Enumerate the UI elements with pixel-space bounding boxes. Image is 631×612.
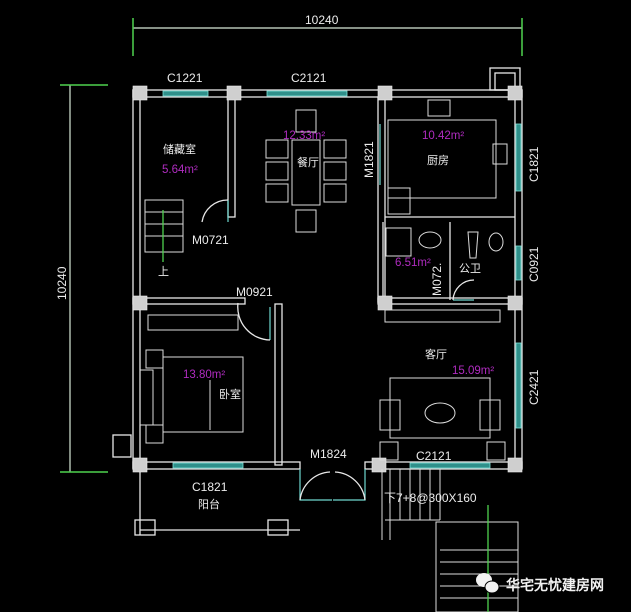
room-name: 公卫 (459, 262, 481, 275)
room-area: 10.42m² (422, 130, 464, 142)
room-name: 阳台 (198, 497, 220, 511)
window-label: C2421 (527, 369, 541, 405)
window-label: C2121 (416, 449, 452, 463)
room-name: 厨房 (427, 154, 449, 167)
stair-spec-label: 下7+8@300X160 (384, 491, 477, 505)
left-dimension: 10240 (55, 84, 108, 473)
window-label: C1821 (527, 146, 541, 182)
doors (201, 124, 475, 501)
labels: C1221 C2121 C1821 C0921 C2421 C2121 C182… (158, 71, 541, 511)
door-label: M1821 (362, 141, 376, 178)
left-dimension-label: 10240 (55, 266, 69, 300)
front-stairs (381, 469, 519, 612)
window-label: C1221 (167, 71, 203, 85)
window-label: C0921 (527, 246, 541, 282)
windows (162, 90, 522, 469)
top-dimension: 10240 (132, 13, 523, 56)
door-label: M072. (430, 263, 444, 296)
door-label: M0921 (236, 285, 273, 299)
watermark-text: 华宅无忧建房网 (506, 577, 604, 594)
stair-up (144, 199, 184, 262)
columns (132, 85, 523, 473)
room-area: 13.80m² (183, 369, 225, 381)
room-area: 5.64m² (162, 164, 198, 176)
dining-table (291, 139, 321, 206)
rug (389, 377, 491, 439)
door-label: M0721 (192, 233, 229, 247)
door-label: M1824 (310, 447, 347, 461)
furniture (139, 99, 519, 612)
room-area: 12.33m² (283, 130, 325, 142)
kitchen-counter (387, 119, 497, 199)
window-label: C1821 (192, 480, 228, 494)
room-name: 卧室 (219, 387, 241, 401)
room-name: 储藏室 (163, 142, 196, 156)
room-name: 餐厅 (297, 155, 319, 169)
top-dimension-label: 10240 (305, 13, 339, 27)
stair-up-label: 上 (158, 265, 169, 278)
wechat-icon (476, 573, 500, 594)
room-name: 客厅 (425, 347, 447, 361)
room-area: 15.09m² (452, 365, 494, 377)
watermark: 华宅无忧建房网 (476, 573, 604, 594)
window-label: C2121 (291, 71, 327, 85)
bed (162, 356, 244, 433)
room-area: 6.51m² (395, 257, 431, 269)
